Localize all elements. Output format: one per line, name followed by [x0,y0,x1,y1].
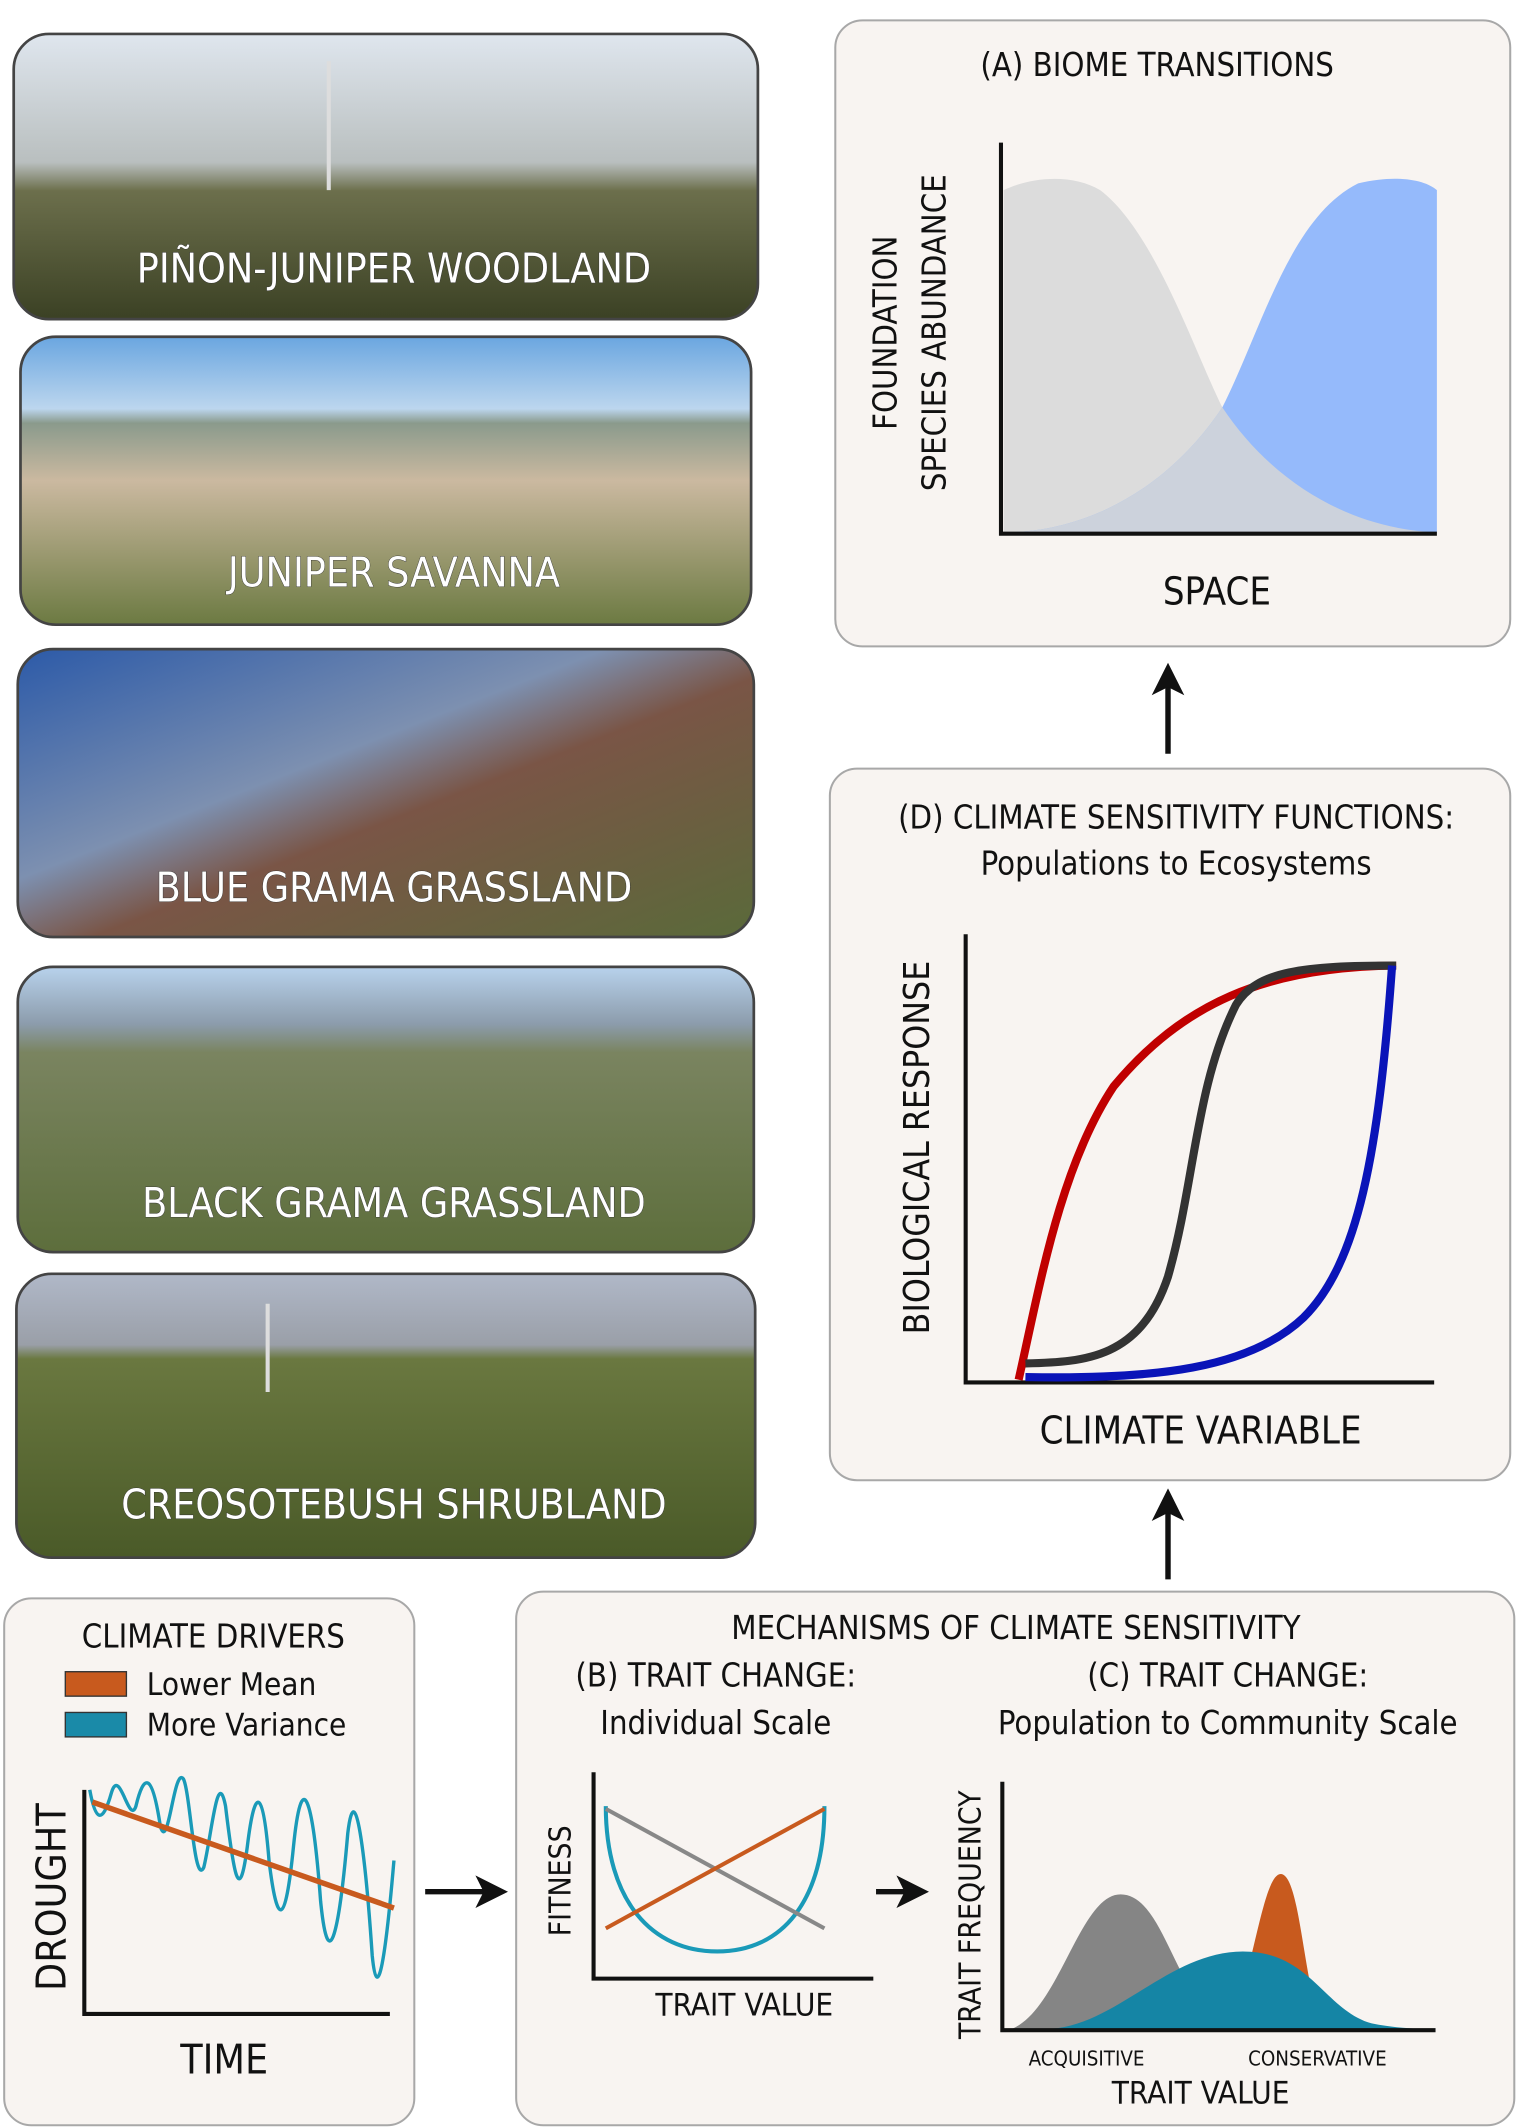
mean-trend-line [91,1799,395,1911]
grey-biome-area [1003,178,1437,533]
c-tick-conservative: CONSERVATIVE [1248,2047,1387,2071]
photo-label: PIÑON-JUNIPER WOODLAND [137,244,651,292]
c-subtitle: Population to Community Scale [998,1704,1458,1742]
mechanisms-title: MECHANISMS OF CLIMATE SENSITIVITY [731,1609,1300,1647]
b-xlabel: TRAIT VALUE [654,1987,833,2023]
panel-d-subtitle: Populations to Ecosystems [981,845,1372,883]
drivers-xlabel: TIME [179,2036,268,2084]
drivers-ylabel: DROUGHT [27,1803,75,1991]
photo-label: JUNIPER SAVANNA [226,549,560,597]
photo-black-grama-grassland: BLACK GRAMA GRASSLAND [16,965,756,1254]
c-tick-acquisitive: ACQUISITIVE [1029,2047,1145,2071]
drivers-title: CLIMATE DRIVERS [82,1617,345,1655]
c-xlabel: TRAIT VALUE [1111,2076,1290,2112]
blue-biome-area [1003,178,1437,533]
legend-swatch-lower-mean [64,1671,128,1697]
panel-d-xlabel: CLIMATE VARIABLE [1040,1409,1362,1453]
panel-mechanisms: MECHANISMS OF CLIMATE SENSITIVITY (B) TR… [515,1590,1516,2127]
legend-label: More Variance [147,1708,347,1744]
photo-juniper-savanna: JUNIPER SAVANNA [19,335,753,627]
panel-biome-transitions: (A) BIOME TRANSITIONS FOUNDATION SPECIES… [834,19,1512,648]
photo-label: CREOSOTEBUSH SHRUBLAND [121,1480,666,1528]
photo-label: BLUE GRAMA GRASSLAND [156,864,633,912]
c-title: (C) TRAIT CHANGE: [1087,1657,1368,1695]
panel-a-xlabel: SPACE [1163,569,1271,613]
photo-blue-grama-grassland: BLUE GRAMA GRASSLAND [16,647,756,939]
panel-climate-sensitivity-functions: (D) CLIMATE SENSITIVITY FUNCTIONS: Popul… [828,767,1512,1482]
b-title: (B) TRAIT CHANGE: [575,1657,856,1695]
b-ylabel: FITNESS [543,1825,578,1936]
panel-a-title: (A) BIOME TRANSITIONS [980,46,1333,84]
teal-distribution [1045,1951,1436,2029]
legend-swatch-more-variance [64,1711,128,1738]
blue-response-curve [1025,965,1397,1382]
b-subtitle: Individual Scale [600,1704,831,1742]
panel-d-ylabel: BIOLOGICAL RESPONSE [897,961,938,1335]
fitness-orange-line [604,1807,826,1931]
panel-d-title: (D) CLIMATE SENSITIVITY FUNCTIONS: [898,798,1454,836]
photo-label: BLACK GRAMA GRASSLAND [142,1179,646,1227]
variance-line [88,1775,396,1979]
photo-creosotebush-shrubland: CREOSOTEBUSH SHRUBLAND [15,1272,757,1559]
panel-a-ylabel-1: FOUNDATION [866,236,904,430]
red-response-curve [1014,961,1397,1381]
black-response-curve [1025,961,1397,1368]
panel-a-ylabel-2: SPECIES ABUNDANCE [915,174,953,491]
legend-label: Lower Mean [147,1667,317,1703]
fitness-u-curve [603,1806,827,1954]
photo-pinon-juniper-woodland: PIÑON-JUNIPER WOODLAND [12,32,760,321]
panel-climate-drivers: CLIMATE DRIVERS Lower Mean More Variance… [3,1597,416,2127]
c-ylabel: TRAIT FREQUENCY [954,1790,989,2040]
